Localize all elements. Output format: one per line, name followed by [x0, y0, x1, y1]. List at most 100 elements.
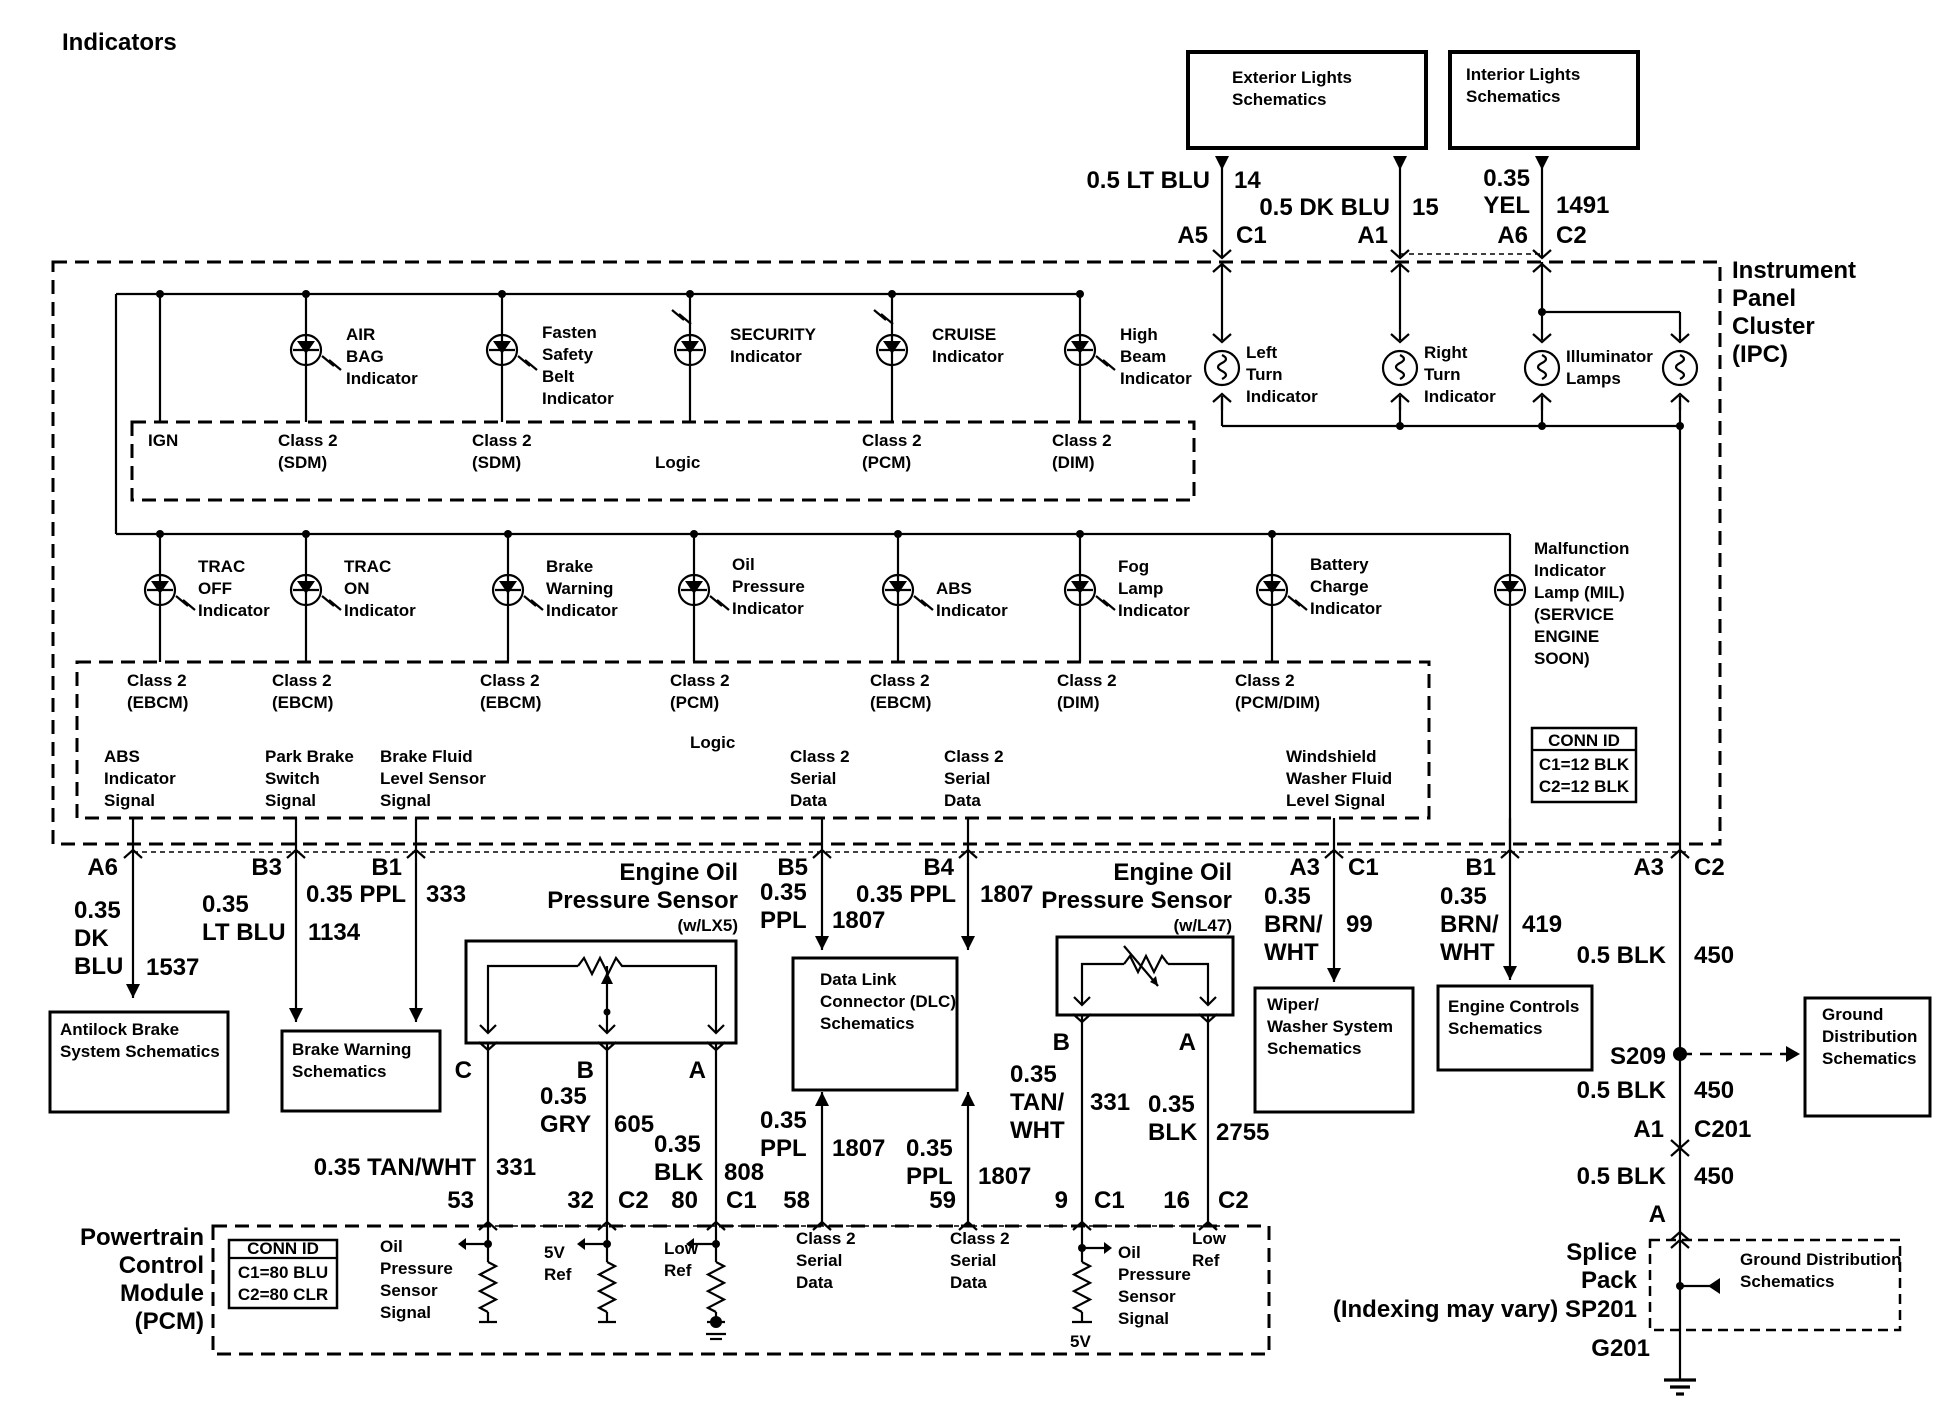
connector-label: C2: [1556, 222, 1587, 249]
logic-input-label: IGN: [148, 431, 178, 450]
sensor-pin-label: A: [689, 1057, 706, 1084]
svg-text:9: 9: [1055, 1187, 1068, 1214]
ipc-conn-id: CONN ID C1=12 BLK C2=12 BLK: [1530, 726, 1638, 804]
logic-input-label: Class 2(DIM): [1057, 671, 1117, 712]
svg-text:419: 419: [1522, 911, 1562, 938]
logic-input-label: Class 2(EBCM): [272, 671, 333, 712]
svg-text:A: A: [1649, 1201, 1666, 1228]
circuit-14-wire: 0.5 LT BLU 14 A5 C1: [1086, 156, 1267, 260]
svg-text:C201: C201: [1694, 1116, 1751, 1143]
svg-text:B4: B4: [923, 854, 954, 881]
upper-logic-box: [130, 420, 1196, 502]
circuit-number: 1491: [1556, 192, 1609, 219]
wire-color-label: 0.5 DK BLU: [1259, 194, 1390, 221]
sensor-pin-label: A: [1179, 1029, 1196, 1056]
svg-text:808: 808: [724, 1159, 764, 1186]
svg-text:0.35 PPL: 0.35 PPL: [856, 881, 956, 908]
logic-input-label: Class 2(SDM): [472, 431, 532, 472]
svg-text:0.35 TAN/WHT: 0.35 TAN/WHT: [314, 1154, 477, 1181]
svg-text:53: 53: [447, 1187, 474, 1214]
svg-text:B5: B5: [777, 854, 808, 881]
svg-text:331: 331: [496, 1154, 536, 1181]
logic-input-label: Class 2(PCM): [862, 431, 922, 472]
logic-input-label: Class 2(EBCM): [870, 671, 931, 712]
svg-text:G201: G201: [1591, 1335, 1650, 1362]
sensor-pin-label: B: [1053, 1029, 1070, 1056]
svg-text:CONN ID: CONN ID: [1548, 731, 1620, 750]
svg-text:2755: 2755: [1216, 1119, 1269, 1146]
svg-text:450: 450: [1694, 1077, 1734, 1104]
svg-text:B1: B1: [1465, 854, 1496, 881]
svg-text:333: 333: [426, 881, 466, 908]
logic-input-label: Class 2(EBCM): [480, 671, 541, 712]
pin-label: A6: [1497, 222, 1528, 249]
svg-text:(w/L47): (w/L47): [1173, 916, 1232, 935]
pin-label: A1: [1357, 222, 1388, 249]
circuit-331-lx5-wire: 0.35 TAN/WHT 331 53: [314, 1041, 536, 1231]
svg-text:0.5 BLK: 0.5 BLK: [1577, 942, 1667, 969]
svg-text:1807: 1807: [978, 1163, 1031, 1190]
svg-text:C2=80 CLR: C2=80 CLR: [238, 1285, 328, 1304]
svg-text:C2: C2: [1218, 1187, 1249, 1214]
svg-text:B1: B1: [371, 854, 402, 881]
circuit-15-wire: 0.5 DK BLU 15 A1: [1259, 156, 1439, 260]
svg-text:1807: 1807: [832, 907, 885, 934]
svg-text:0.35 PPL: 0.35 PPL: [306, 881, 406, 908]
svg-text:0.5 BLK: 0.5 BLK: [1577, 1077, 1667, 1104]
svg-text:1134: 1134: [308, 919, 361, 946]
sensor-pin-label: B: [577, 1057, 594, 1084]
sensor-pin-label: C: [455, 1057, 472, 1084]
